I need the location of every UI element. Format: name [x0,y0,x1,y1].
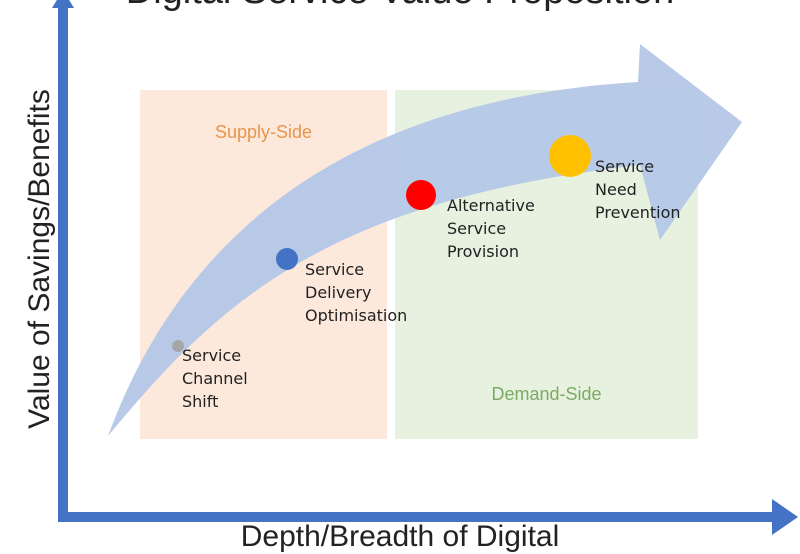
x-axis-arrowhead [772,499,798,535]
label-line: Channel [182,369,248,388]
diagram-title: Digital Service Value Proposition [0,0,800,13]
point-service-delivery-optimisation [276,248,298,270]
y-axis-label: Value of Savings/Benefits [23,89,56,429]
point-service-need-prevention [549,135,591,177]
label-line: Prevention [595,203,681,222]
supply-side-label: Supply-Side [214,122,313,142]
label-line: Provision [447,242,520,261]
y-axis-arrowhead [52,0,74,8]
label-line: Alternative [447,196,535,215]
x-axis [58,512,780,522]
label-line: Service [182,346,242,365]
label-line: Need [595,180,637,199]
label-service-channel-shift: Service Channel Shift [182,344,248,413]
point-alternative-service-provision [406,180,436,210]
label-alternative-service-provision: Alternative Service Provision [447,194,535,263]
label-line: Optimisation [305,306,408,325]
label-line: Service [595,157,655,176]
label-service-delivery-optimisation: Service Delivery Optimisation [305,258,407,327]
demand-side-label: Demand-Side [491,384,602,404]
point-service-channel-shift [172,340,184,352]
label-line: Service [447,219,507,238]
label-line: Service [305,260,365,279]
x-axis-label: Depth/Breadth of Digital [240,520,560,553]
y-axis [58,0,68,522]
label-service-need-prevention: Service Need Prevention [595,155,681,224]
label-line: Delivery [305,283,372,302]
label-line: Shift [182,392,219,411]
